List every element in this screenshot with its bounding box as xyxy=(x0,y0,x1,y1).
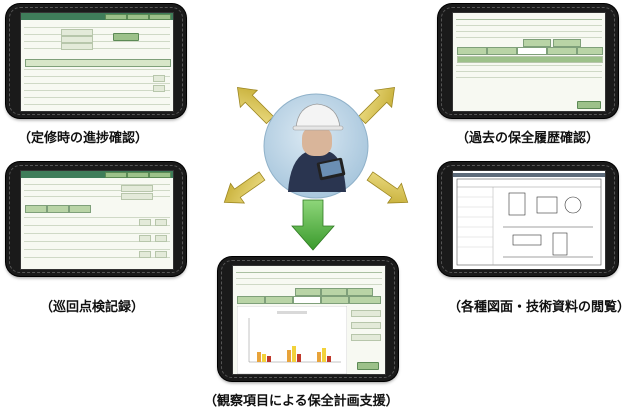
caption-progress-check: （定修時の進捗確認） xyxy=(18,131,149,146)
caption-drawing-viewer: （各種図面・技術資料の閲覧） xyxy=(448,300,631,315)
arrow-down-right xyxy=(366,171,409,204)
tablet-maintenance-history xyxy=(438,4,618,118)
arrow-down-green xyxy=(291,199,335,251)
arrow-up-right xyxy=(357,87,395,125)
tablet-maintenance-plan xyxy=(218,257,398,381)
bar-chart-thumbnail xyxy=(237,306,347,374)
progress-check-screen xyxy=(20,12,174,112)
caption-patrol-inspection: （巡回点検記録） xyxy=(40,300,145,315)
drawing-viewer-screen xyxy=(452,170,606,270)
worker-with-tablet-icon xyxy=(288,103,346,192)
tablet-drawing-viewer xyxy=(438,162,618,276)
tablet-patrol-inspection xyxy=(6,162,186,276)
tablet-progress-check xyxy=(6,4,186,118)
caption-maintenance-history: （過去の保全履歴確認） xyxy=(456,131,600,146)
maintenance-plan-screen xyxy=(232,265,386,375)
caption-maintenance-plan: （観察項目による保全計画支援） xyxy=(204,394,399,409)
technical-drawing xyxy=(456,178,602,266)
arrow-up-left xyxy=(237,87,275,125)
patrol-inspection-screen xyxy=(20,170,174,270)
arrow-down-left xyxy=(223,171,266,204)
maintenance-history-screen xyxy=(452,12,606,112)
